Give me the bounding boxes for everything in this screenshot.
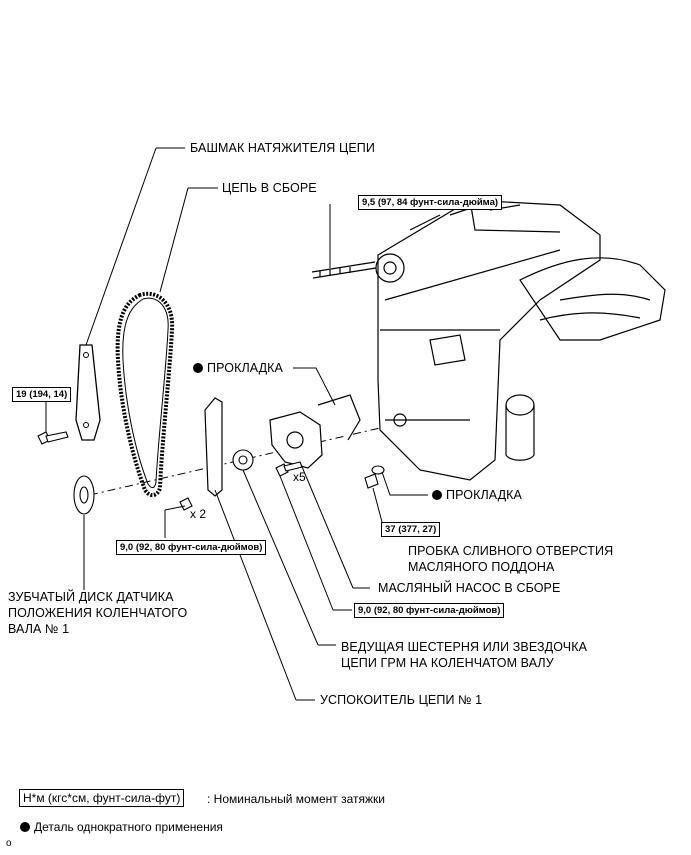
label-drain-plug-2: МАСЛЯНОГО ПОДДОНА: [408, 560, 555, 574]
chain-damper: [204, 397, 223, 497]
shoe-bolt: [37, 431, 69, 445]
label-drain-plug-1: ПРОБКА СЛИВНОГО ОТВЕРСТИЯ: [408, 544, 614, 558]
legend-single-use-text: Деталь однократного применения: [34, 820, 223, 834]
pump-bolt: [275, 461, 303, 477]
legend-single-use: Деталь однократного применения: [20, 820, 223, 834]
drain-plug: [364, 465, 385, 489]
count-pump-bolts: x5: [293, 470, 306, 484]
legend-torque-unit: Н*м (кгс*см, фунт-сила-фут): [19, 789, 185, 807]
crank-sensor-plate: [73, 475, 95, 515]
tensioner-shoe: [75, 344, 101, 441]
label-drive-gear-1: ВЕДУЩАЯ ШЕСТЕРНЯ ИЛИ ЗВЕЗДОЧКА: [341, 640, 588, 654]
gasket-upper-text: ПРОКЛАДКА: [207, 361, 283, 375]
label-sprocket-1: ЗУБЧАТЫЙ ДИСК ДАТЧИКА: [8, 590, 174, 604]
single-use-dot: [193, 363, 203, 373]
label-damper: УСПОКОИТЕЛЬ ЦЕПИ № 1: [320, 693, 483, 707]
oil-pump: [269, 394, 361, 469]
label-drive-gear-2: ЦЕПИ ГРМ НА КОЛЕНЧАТОМ ВАЛУ: [341, 656, 554, 670]
single-use-dot: [432, 490, 442, 500]
torque-drain-plug: 37 (377, 27): [381, 522, 441, 537]
footer-code: o: [6, 838, 12, 849]
torque-stud: 9,5 (97, 84 фунт-сила-дюйма): [358, 195, 503, 210]
label-sprocket-3: ВАЛА № 1: [8, 622, 70, 636]
gasket-lower-text: ПРОКЛАДКА: [446, 488, 522, 502]
legend-torque-desc: : Номинальный момент затяжки: [207, 792, 385, 806]
crank-sprocket: [232, 449, 254, 471]
timing-chain: [115, 291, 175, 497]
label-sprocket-2: ПОЛОЖЕНИЯ КОЛЕНЧАТОГО: [8, 606, 188, 620]
label-gasket-lower: ПРОКЛАДКА: [432, 488, 522, 503]
torque-shoe-bolt: 19 (194, 14): [12, 387, 72, 402]
damper-bolt: [179, 497, 193, 511]
single-use-dot: [20, 822, 30, 832]
label-oil-pump: МАСЛЯНЫЙ НАСОС В СБОРЕ: [378, 581, 561, 595]
torque-damper-bolts: 9,0 (92, 80 фунт-сила-дюймов): [116, 540, 267, 555]
label-chain-assy: ЦЕПЬ В СБОРЕ: [222, 181, 317, 195]
gasket-upper-leader: [293, 367, 336, 406]
engine-block: [375, 199, 666, 481]
stud-bolt: [311, 261, 377, 279]
label-tensioner-shoe: БАШМАК НАТЯЖИТЕЛЯ ЦЕПИ: [190, 141, 375, 155]
label-gasket-upper: ПРОКЛАДКА: [193, 361, 283, 376]
count-damper-bolts: x 2: [190, 507, 207, 521]
torque-pump-bolts: 9,0 (92, 80 фунт-сила-дюймов): [354, 603, 505, 618]
